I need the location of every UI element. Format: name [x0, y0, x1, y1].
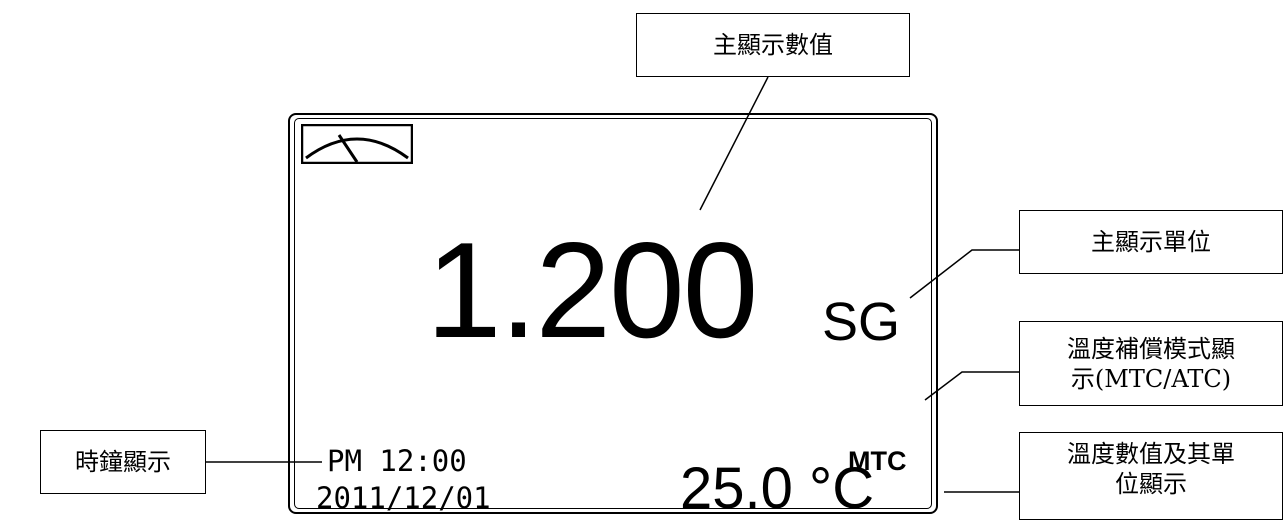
callout-temp-value-line1: 溫度數值及其單 [1067, 440, 1235, 468]
callout-temp-value: 溫度數值及其單 位顯示 [1019, 432, 1283, 520]
leader-temp-mode [924, 371, 1019, 401]
main-unit: SG [822, 292, 901, 352]
callout-main-unit: 主顯示單位 [1019, 210, 1283, 274]
callout-main-value-text: 主顯示數值 [713, 31, 833, 59]
clock-date: 2011/12/01 [316, 481, 491, 515]
clock-time: PM 12:00 [327, 444, 467, 478]
callout-temp-mode-line2: 示(MTC/ATC) [1070, 364, 1232, 393]
callout-temp-mode: 溫度補償模式顯 示(MTC/ATC) [1019, 321, 1283, 406]
temperature-value: 25.0 °C [680, 456, 875, 521]
callout-clock: 時鐘顯示 [40, 430, 206, 494]
callout-clock-text: 時鐘顯示 [75, 448, 171, 476]
callout-main-value: 主顯示數值 [636, 13, 910, 77]
temperature-mode: MTC [848, 446, 907, 476]
gauge-icon [301, 124, 413, 164]
callout-main-unit-text: 主顯示單位 [1091, 228, 1211, 256]
callout-temp-mode-line1: 溫度補償模式顯 [1067, 334, 1235, 363]
lcd-screen [294, 118, 932, 509]
lcd-screen-frame [288, 113, 938, 514]
callout-temp-value-line2: 位顯示 [1115, 470, 1187, 498]
main-value: 1.200 [426, 214, 758, 366]
